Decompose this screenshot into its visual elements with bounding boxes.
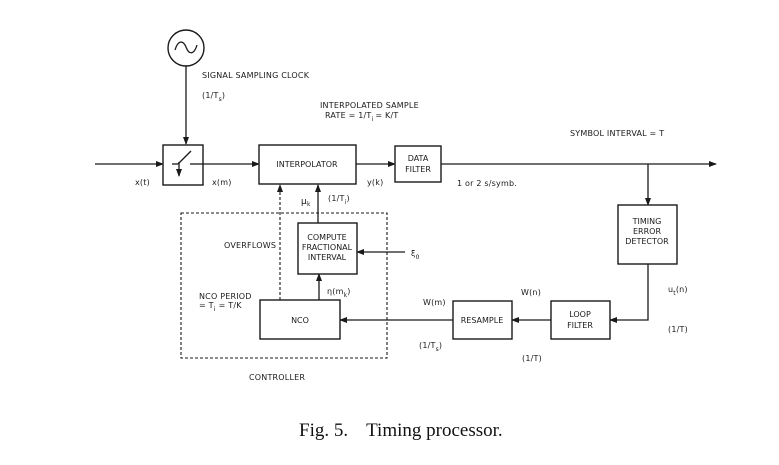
signal-x-t: x(t) — [135, 178, 150, 187]
figure-caption: Fig. 5.Timing processor. — [299, 420, 503, 441]
data-filter-label-1: DATA — [408, 154, 429, 163]
symbol-interval: SYMBOL INTERVAL = T — [570, 129, 664, 138]
signal-eta: η(mk) — [327, 287, 351, 299]
sampler-box — [162, 144, 204, 186]
controller-region — [180, 212, 388, 359]
nco-box — [259, 299, 341, 340]
ts-rate: (1/Ts) — [419, 341, 442, 353]
data-filter-box — [394, 145, 442, 183]
signal-mu-k: μk — [301, 197, 311, 208]
samples-per-symbol: 1 or 2 s/symb. — [457, 179, 517, 188]
interp-rate-line1: INTERPOLATED SAMPLE — [320, 101, 419, 110]
loop-filter-label-1: LOOP — [569, 310, 591, 319]
nco-period-line1: NCO PERIOD — [199, 292, 252, 301]
sampler-block — [162, 144, 204, 186]
controller-label: CONTROLLER — [249, 373, 305, 382]
sampling-clock — [167, 29, 205, 67]
interpolator-box — [258, 144, 357, 185]
interp-rate-line2: RATE = 1/Ti= K/T — [325, 111, 398, 123]
nco-period-line2: = Ti= T/K — [199, 301, 242, 313]
loop-rate: (1/T) — [522, 354, 542, 363]
nco-label: NCO — [291, 316, 309, 325]
signal-w-n: W(n) — [521, 288, 541, 297]
compute-label-2: FRACTIONAL — [302, 243, 353, 252]
loop-filter-label-2: FILTER — [567, 321, 593, 330]
sine-wave-icon — [174, 41, 198, 54]
ted-label-3: DETECTOR — [625, 237, 669, 246]
signal-xi0: ξ0 — [411, 249, 420, 261]
data-filter-label-2: FILTER — [405, 165, 431, 174]
signal-x-m: x(m) — [212, 178, 232, 187]
loop-filter-box — [550, 300, 611, 340]
resample-label: RESAMPLE — [461, 316, 504, 325]
ted-label-2: ERROR — [633, 227, 661, 236]
interpolator-label: INTERPOLATOR — [276, 160, 338, 169]
resample-box — [452, 300, 513, 340]
clock-label: SIGNAL SAMPLING CLOCK — [202, 71, 310, 80]
ti-rate: (1/Ti) — [328, 194, 350, 206]
overflows-label: OVERFLOWS — [224, 241, 276, 250]
signal-y-k: y(k) — [367, 178, 383, 187]
ted-to-loopfilter-line — [609, 264, 649, 323]
compute-fractional-interval-box — [297, 222, 358, 275]
ted-rate: (1/T) — [668, 325, 688, 334]
clock-rate: (1/Ts) — [202, 91, 225, 103]
timing-error-detector-box — [617, 204, 678, 265]
ted-label-1: TIMING — [632, 217, 662, 226]
compute-label-1: COMPUTE — [307, 233, 346, 242]
signal-ut-n: ut(n) — [668, 285, 688, 297]
switch-blade — [177, 150, 192, 165]
signal-w-m: W(m) — [423, 298, 446, 307]
compute-label-3: INTERVAL — [308, 253, 347, 262]
